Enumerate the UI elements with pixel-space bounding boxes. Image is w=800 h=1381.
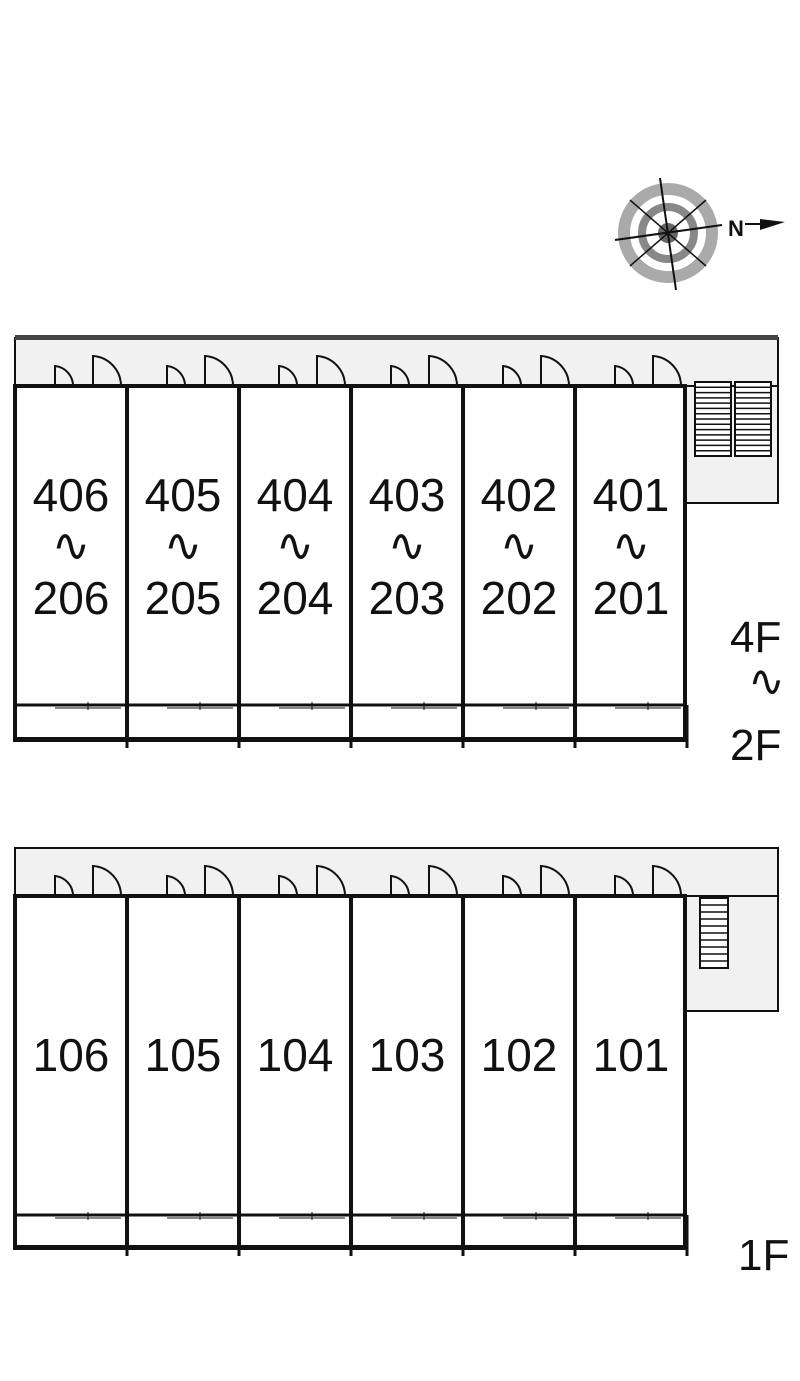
unit-number-top: 401 (593, 469, 670, 521)
unit-number-bottom: 202 (481, 572, 558, 624)
door-icon (278, 354, 347, 387)
door-icon (278, 864, 347, 897)
unit-105: 105 (125, 864, 241, 1256)
unit-number-sep: ∿ (52, 519, 91, 571)
unit-101: 101 (573, 864, 689, 1256)
upper-roof-edge (15, 335, 778, 340)
unit-number-sep: ∿ (500, 519, 539, 571)
door-icon (54, 354, 123, 387)
unit-number-sep: ∿ (164, 519, 203, 571)
unit-number-bottom: 204 (257, 572, 334, 624)
unit-number-sep: ∿ (388, 519, 427, 571)
unit-103: 103 (349, 864, 465, 1256)
unit-401: 401∿201 (573, 354, 689, 748)
unit-number-sep: ∿ (612, 519, 651, 571)
unit-number: 101 (593, 1029, 670, 1081)
unit-number: 106 (33, 1029, 110, 1081)
door-icon (54, 864, 123, 897)
floor-label-4f: 4F (730, 613, 781, 662)
unit-number-top: 404 (257, 469, 334, 521)
unit-number-bottom: 203 (369, 572, 446, 624)
floor-label-1f: 1F (738, 1231, 789, 1280)
unit-number-bottom: 201 (593, 572, 670, 624)
lower-building: 106 105 104 103 102 101 (13, 847, 779, 1256)
unit-number-bottom: 205 (145, 572, 222, 624)
unit-406: 406∿206 (33, 354, 129, 748)
lower-corridor (14, 847, 779, 897)
unit-number: 104 (257, 1029, 334, 1081)
door-icon (166, 864, 235, 897)
door-icon (390, 354, 459, 387)
compass-icon (614, 177, 785, 291)
unit-number: 102 (481, 1029, 558, 1081)
floor-label-sep: ∿ (748, 657, 785, 706)
unit-403: 403∿203 (349, 354, 465, 748)
door-icon (502, 864, 571, 897)
unit-number-top: 405 (145, 469, 222, 521)
unit-405: 405∿205 (125, 354, 241, 748)
door-icon (614, 864, 683, 897)
unit-102: 102 (461, 864, 577, 1256)
upper-staircase-icon (694, 381, 772, 457)
door-icon (502, 354, 571, 387)
unit-number: 105 (145, 1029, 222, 1081)
unit-number-top: 402 (481, 469, 558, 521)
lower-staircase-icon (699, 897, 729, 969)
unit-number-sep: ∿ (276, 519, 315, 571)
unit-number: 103 (369, 1029, 446, 1081)
door-icon (166, 354, 235, 387)
compass-north-label: N (728, 216, 744, 241)
unit-number-top: 403 (369, 469, 446, 521)
upper-building: 406∿206405∿205404∿204403∿203402∿202401∿2… (13, 335, 779, 748)
upper-corridor (14, 337, 779, 387)
unit-number-top: 406 (33, 469, 110, 521)
door-icon (390, 864, 459, 897)
door-icon (614, 354, 683, 387)
unit-404: 404∿204 (237, 354, 353, 748)
lower-stair-landing (684, 895, 779, 1012)
unit-number-bottom: 206 (33, 572, 110, 624)
floor-label-2f: 2F (730, 721, 781, 770)
